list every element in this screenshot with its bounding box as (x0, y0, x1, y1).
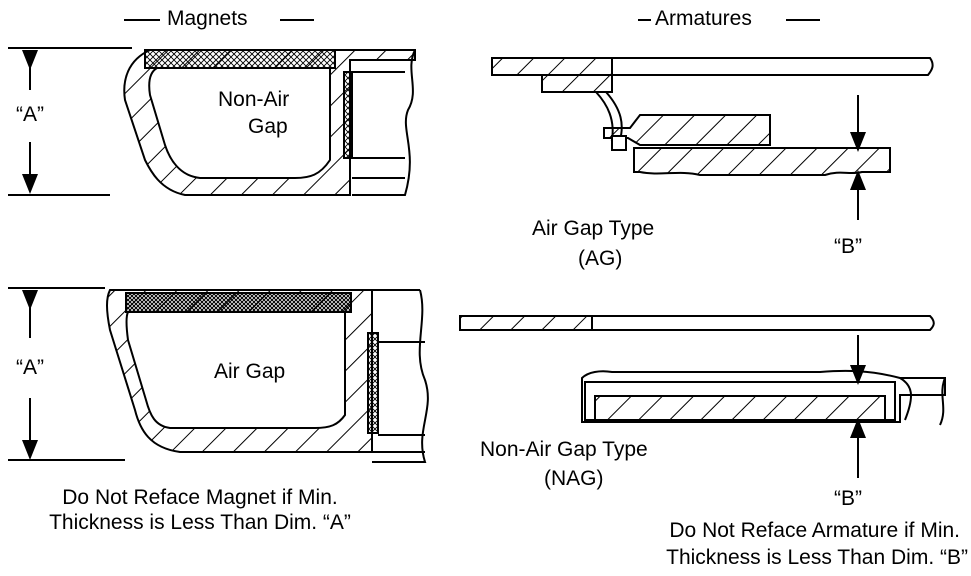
armature-note-line1: Do Not Reface Armature if Min. (669, 519, 960, 542)
armature-top-type-line2: (AG) (578, 247, 623, 270)
magnets-title: Magnets (167, 7, 248, 30)
magnet-top-area-line2: Gap (248, 115, 288, 138)
magnet-note-line2: Thickness is Less Than Dim. “A” (49, 511, 351, 534)
armature-air-gap-section (491, 57, 934, 176)
magnet-bottom-dim-a-label: “A” (16, 356, 44, 379)
magnet-top-area-line1: Non-Air (218, 88, 290, 111)
magnet-bottom-area-label: Air Gap (214, 360, 286, 383)
magnet-note-line1: Do Not Reface Magnet if Min. (62, 486, 338, 509)
magnet-air-gap-section (8, 287, 429, 463)
armature-bottom-type-line2: (NAG) (544, 467, 604, 490)
armature-bottom-type-line1: Non-Air Gap Type (480, 438, 648, 461)
armature-top-dim-b-label: “B” (834, 235, 862, 258)
magnet-non-air-gap-section (8, 47, 416, 196)
magnet-top-dim-a-label: “A” (16, 103, 44, 126)
armature-non-air-gap-section (459, 315, 946, 426)
armature-top-type-line1: Air Gap Type (532, 217, 655, 240)
armature-note-line2: Thickness is Less Than Dim. “B” (666, 546, 968, 569)
armature-bottom-dim-b-label: “B” (834, 487, 862, 510)
armatures-title: Armatures (655, 7, 752, 30)
